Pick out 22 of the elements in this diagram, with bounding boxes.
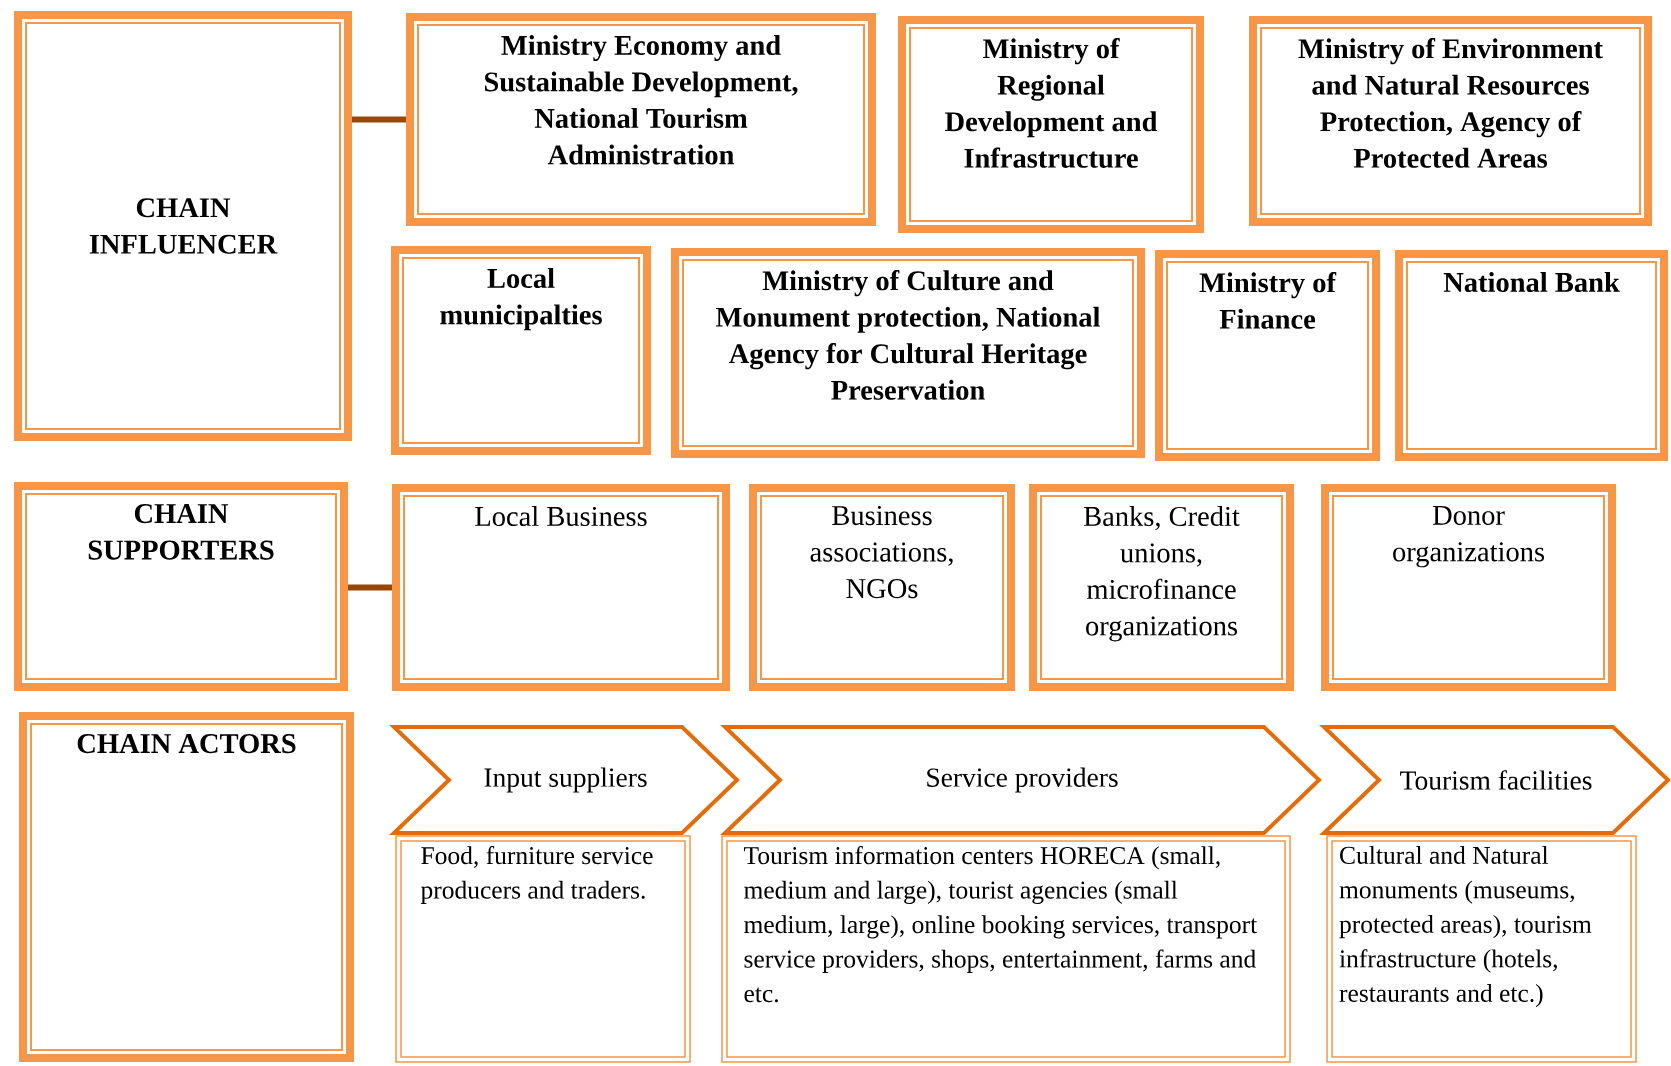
organization-box: National Bank — [1395, 250, 1668, 461]
organization-box: Ministry of Regional Development and Infrastructure — [898, 16, 1204, 233]
organization-box: Ministry Economy and Sustainable Development, National Tourism Administration — [406, 13, 876, 226]
description-box: Food, furniture service producers and traders. — [395, 835, 691, 1063]
organization-box: Local municipalties — [391, 246, 651, 455]
stage-banner: Tourism facilities — [1319, 725, 1671, 835]
connector-line — [352, 116, 406, 123]
organization-box: Ministry of Finance — [1155, 250, 1380, 461]
organization-box: Ministry of Culture and Monument protection, National Agency for Cultural Heritage Preservation — [671, 248, 1145, 458]
stage-banner: Input suppliers — [389, 725, 740, 835]
organization-box: Donor organizations — [1321, 484, 1616, 691]
organization-box: Local Business — [392, 484, 730, 691]
organization-box: Ministry of Environment and Natural Resources Protection, Agency of Protected Areas — [1249, 16, 1652, 226]
description-box: Tourism information centers HORECA (small, medium and large), tourist agencies (small medium, large), online booking services, transport service providers, shops, entertainment, farms and etc. — [721, 835, 1291, 1063]
category-box: CHAIN SUPPORTERS — [14, 482, 348, 691]
organization-box: Business associations, NGOs — [749, 484, 1015, 691]
stage-banner: Service providers — [720, 725, 1322, 835]
category-box: CHAIN ACTORS — [19, 712, 354, 1062]
description-box: Cultural and Natural monuments (museums, protected areas), tourism infrastructure (hotels, restaurants and etc.) — [1326, 835, 1637, 1063]
connector-line — [348, 584, 392, 591]
category-box: CHAIN INFLUENCER — [14, 11, 352, 441]
organization-box: Banks, Credit unions, microfinance organizations — [1029, 484, 1294, 691]
